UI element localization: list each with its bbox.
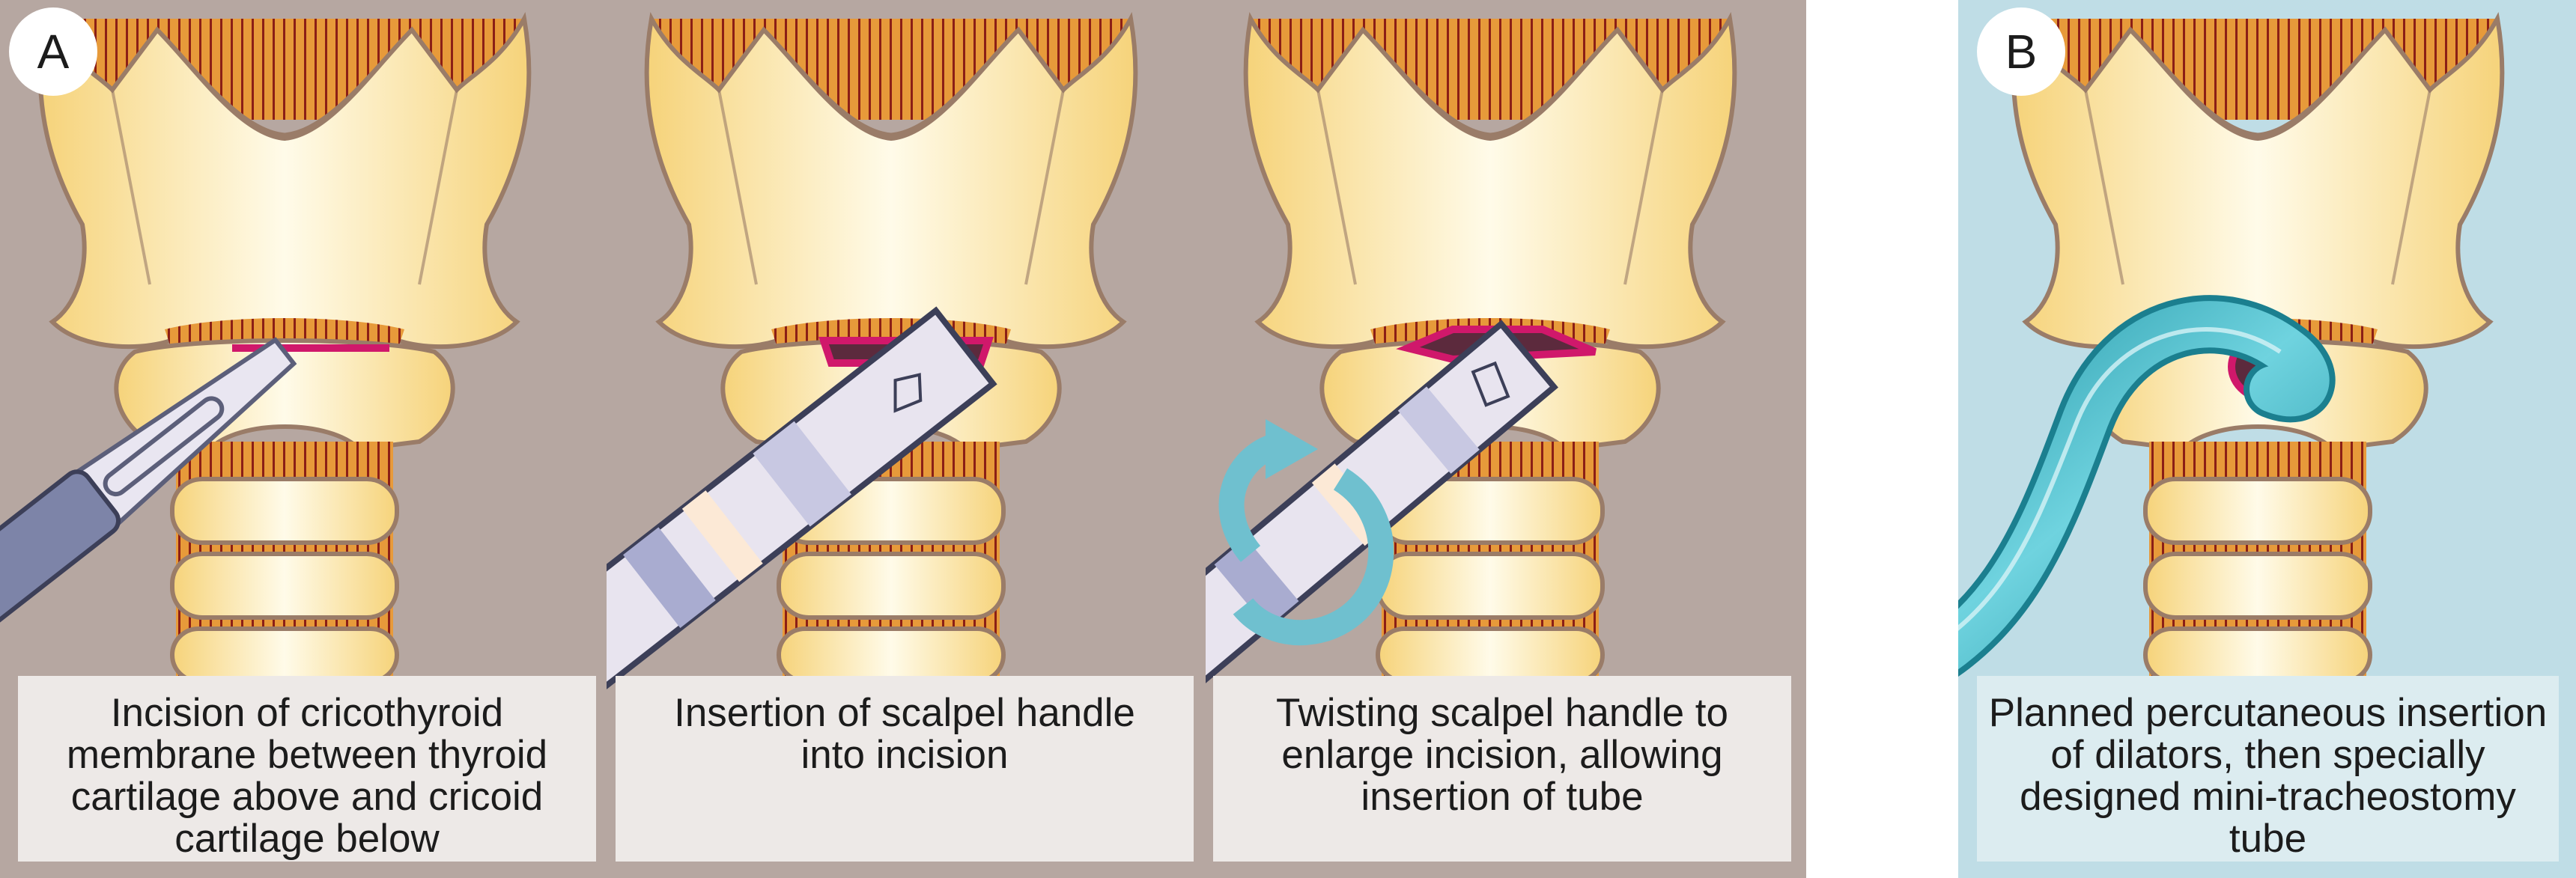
rotation-arrow <box>1218 433 1394 646</box>
panel-b-label: B <box>1977 7 2065 96</box>
step-3-illustration <box>1206 0 1805 724</box>
step-2-illustration <box>607 0 1206 707</box>
step-3-caption-text: Twisting scalpel handle to enlarge incis… <box>1276 691 1728 819</box>
scalpel <box>0 337 297 672</box>
step-1-caption: Incision of cricothyroid membrane betwee… <box>18 676 596 862</box>
scalpel-handle-twisted <box>1206 320 1558 724</box>
step-2-caption: Insertion of scalpel handle into incisio… <box>616 676 1194 862</box>
step-1-illustration <box>0 0 599 878</box>
panel-b-caption: Planned percutaneous insertion of dilato… <box>1977 676 2559 862</box>
panel-b-illustration <box>1958 0 2576 878</box>
rotation-arrowhead <box>1266 419 1318 479</box>
panel-a: Incision of cricothyroid membrane betwee… <box>0 0 1806 878</box>
panel-b: Planned percutaneous insertion of dilato… <box>1958 0 2576 878</box>
step-1-caption-text: Incision of cricothyroid membrane betwee… <box>66 691 548 861</box>
step-3-caption: Twisting scalpel handle to enlarge incis… <box>1213 676 1791 862</box>
step-2-caption-text: Insertion of scalpel handle into incisio… <box>674 691 1135 777</box>
panel-a-label: A <box>9 7 97 96</box>
scalpel-handle <box>607 306 997 707</box>
panel-b-caption-text: Planned percutaneous insertion of dilato… <box>1988 691 2548 861</box>
